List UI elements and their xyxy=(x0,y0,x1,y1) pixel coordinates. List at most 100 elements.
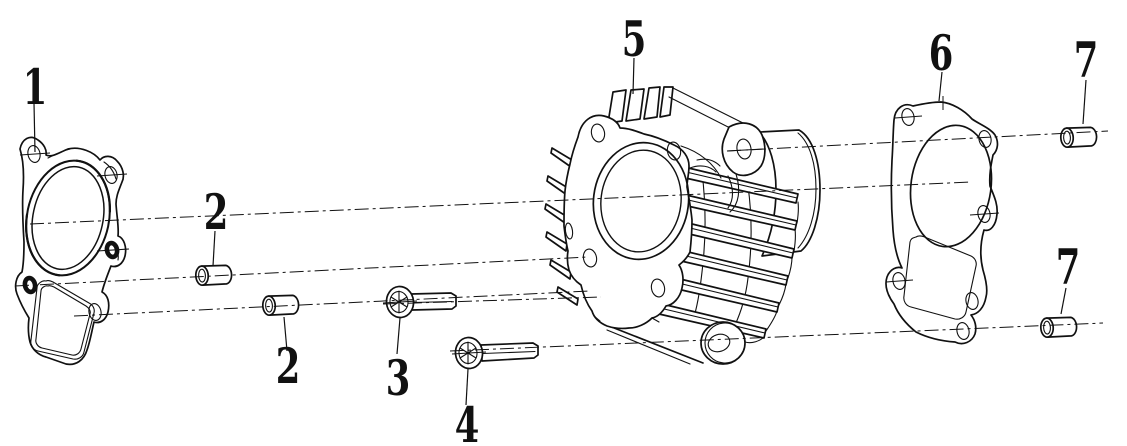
gasket1-hole-bottom-right xyxy=(88,303,102,321)
leader-4 xyxy=(465,368,469,406)
cyl-boss-rim xyxy=(704,322,738,364)
leader-2a xyxy=(212,230,216,267)
gasket1-window-inner xyxy=(35,285,91,356)
cyl-saddle-4 xyxy=(696,158,721,167)
cyl-ear xyxy=(721,122,766,177)
cyl-saddle-3 xyxy=(689,165,717,173)
cyl-fin-6-edge xyxy=(659,307,766,334)
gasket6-tick-tl xyxy=(894,115,923,119)
pin7b-face xyxy=(1039,317,1055,338)
gasket1-bore-heavy-tr xyxy=(75,159,112,213)
gasket6-hole-bl xyxy=(892,272,906,290)
part-2-dowel-pin-upper xyxy=(194,264,233,286)
bolt4-head-tick xyxy=(451,351,487,355)
gasket6-bore xyxy=(909,124,993,248)
gasket1-tick-a xyxy=(19,152,51,156)
cyl-lfin-1 xyxy=(550,147,573,168)
gasket1-hole-top-left xyxy=(27,145,41,163)
cyl-back-edge xyxy=(744,201,799,344)
cyl-fin-1-edge xyxy=(681,170,798,199)
cyl-bottom-boss xyxy=(603,321,746,365)
cyl-lfin-5 xyxy=(549,259,572,280)
pin2b-body xyxy=(267,294,300,316)
cyl-topfin-4 xyxy=(659,86,674,118)
cyl-hole-bl xyxy=(582,248,598,268)
callout-1: 1 xyxy=(23,59,48,116)
pin2b-face-inner xyxy=(265,298,273,313)
leader-7a xyxy=(1082,79,1087,125)
cyl-topfin-1 xyxy=(607,89,627,124)
gasket6-hole-tr xyxy=(978,130,992,148)
cyl-fin-3-edge xyxy=(685,226,794,254)
callout-6: 6 xyxy=(929,25,954,82)
cyl-lfin-3 xyxy=(544,203,567,224)
cyl-lfin-4 xyxy=(545,231,568,252)
gasket6-hole-tl xyxy=(901,108,915,126)
leader-2b xyxy=(283,316,288,352)
gasket6-tick-mr xyxy=(969,212,1000,216)
cyl-top-fins xyxy=(607,86,746,131)
gasket1-bore-heavy-bl xyxy=(25,213,61,277)
cyl-bore-inner xyxy=(600,149,682,253)
pin2a-face-inner xyxy=(198,268,206,283)
gasket1-hole-top-right xyxy=(104,166,118,184)
cyl-top-silhouette-1 xyxy=(672,87,746,125)
pin7b-body xyxy=(1045,316,1078,338)
gasket1-bore-inner xyxy=(31,165,105,271)
gasket6-window xyxy=(903,235,977,320)
part-7-dowel-pin-lower xyxy=(1039,316,1078,338)
gasket1-hole-mid-right xyxy=(104,240,120,260)
cyl-side-oval xyxy=(564,222,574,240)
callouts: 1 2 2 3 4 5 6 7 7 xyxy=(23,11,1099,446)
cyl-boss-outer xyxy=(700,321,746,365)
cyl-bottom-wedge-2 xyxy=(606,329,691,365)
part-5-cylinder-block xyxy=(544,86,821,365)
axis-bore xyxy=(29,181,972,225)
gasket1-tick-c xyxy=(96,248,130,252)
bolt4-shaft-line xyxy=(482,350,536,355)
cyl-left-fin-tips xyxy=(544,147,579,306)
leader-1 xyxy=(33,102,36,153)
leader-7b xyxy=(1060,287,1067,315)
cyl-fins xyxy=(657,165,799,344)
axis-ear-pin7a xyxy=(726,130,1109,152)
callout-4: 4 xyxy=(455,397,480,446)
part-2-dowel-pin-lower xyxy=(261,294,300,316)
leader-3 xyxy=(396,317,401,355)
cyl-foot-mark xyxy=(593,315,660,323)
cyl-topfin-2 xyxy=(625,88,645,122)
gasket6-hole-bot xyxy=(956,322,970,340)
cyl-fin-4-edge xyxy=(681,254,788,281)
cyl-hole-tr xyxy=(666,141,682,161)
cyl-fin-5-edge xyxy=(673,281,779,308)
pin2a-body xyxy=(200,264,233,286)
cyl-hole-br xyxy=(650,278,666,298)
axis-bolt3 xyxy=(382,296,602,305)
leader-5 xyxy=(632,57,635,95)
gasket6-hole-br xyxy=(965,292,979,310)
cyl-lfin-6 xyxy=(556,286,579,306)
callout-5: 5 xyxy=(622,11,647,68)
axis-bolt4-pin7b xyxy=(449,322,1104,352)
gasket6-outline xyxy=(885,101,999,345)
part-6-base-gasket xyxy=(885,96,1000,345)
cyl-saddle-5 xyxy=(727,175,734,209)
gasket1-tick-b xyxy=(96,173,128,177)
center-lines xyxy=(14,130,1109,352)
pin7b-face-inner xyxy=(1043,320,1051,335)
cyl-fin-2-edge xyxy=(683,198,797,226)
callout-2-upper: 2 xyxy=(204,184,229,241)
cyl-face xyxy=(563,114,693,330)
cyl-bore-outer xyxy=(592,141,690,261)
callout-2-lower: 2 xyxy=(276,338,301,395)
gasket6-hole-mr xyxy=(977,205,991,223)
leader-lines xyxy=(33,57,1087,406)
cyl-hole-tl xyxy=(590,123,606,143)
part-1-head-gasket xyxy=(14,136,130,366)
pin2a-face xyxy=(194,265,210,286)
gasket1-hole-bottom-left xyxy=(22,275,38,295)
pin2b-face xyxy=(261,295,277,316)
leader-6 xyxy=(938,71,943,102)
